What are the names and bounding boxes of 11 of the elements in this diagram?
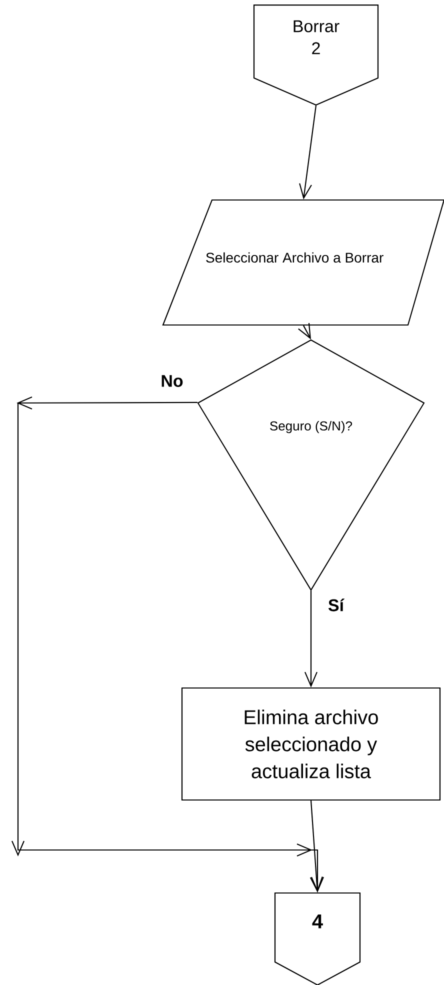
process-box: Elimina archivo seleccionado y actualiza lista <box>181 687 441 801</box>
off-page-connector: Borrar 2 <box>253 4 379 106</box>
arrow <box>310 800 323 892</box>
arrow <box>299 106 317 200</box>
arrow <box>298 323 311 340</box>
arrow <box>12 396 324 892</box>
arrow <box>304 590 318 688</box>
input-parallelogram: Seleccionar Archivo a Borrar <box>162 199 444 326</box>
edge-label: Sí <box>326 598 346 612</box>
edge-label: No <box>160 374 184 388</box>
off-page-connector: 4 <box>274 892 361 985</box>
